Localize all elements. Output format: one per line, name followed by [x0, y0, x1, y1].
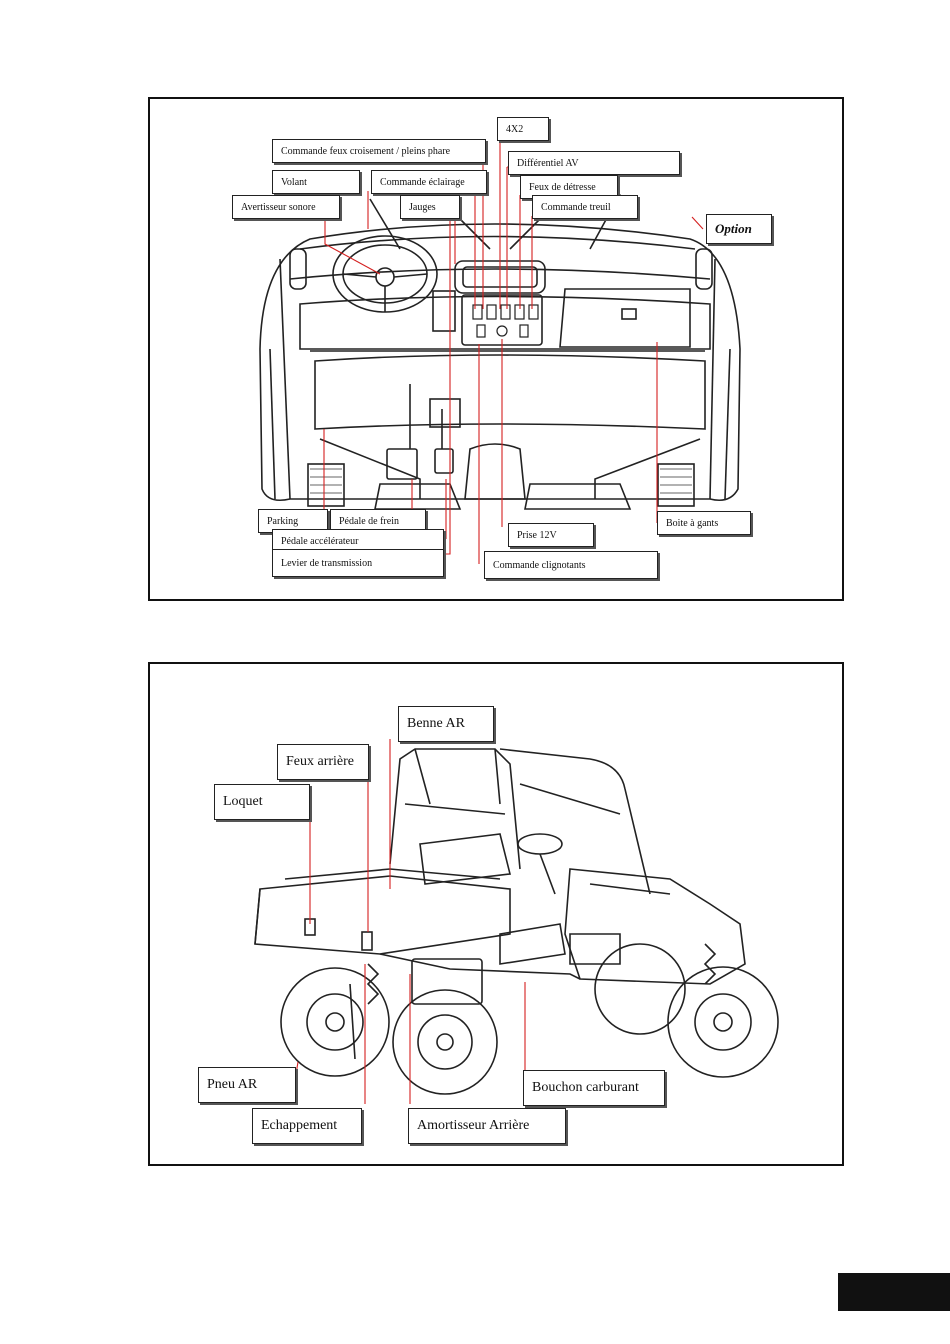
label-benne-ar: Benne AR [398, 706, 494, 742]
label-commande-feux: Commande feux croisement / pleins phare [272, 139, 486, 163]
label-differentiel-av: Différentiel AV [508, 151, 680, 175]
label-4x2: 4X2 [497, 117, 549, 141]
dashboard-diagram-panel: Commande feux croisement / pleins phare … [148, 97, 844, 601]
label-loquet: Loquet [214, 784, 310, 820]
label-levier-transmission: Levier de transmission [272, 549, 444, 577]
label-amortisseur-arriere: Amortisseur Arrière [408, 1108, 566, 1144]
side-view-illustration [254, 739, 779, 1104]
label-commande-treuil: Commande treuil [532, 195, 638, 219]
label-avertisseur-sonore: Avertisseur sonore [232, 195, 340, 219]
label-feux-arriere: Feux arrière [277, 744, 369, 780]
side-view-diagram-panel: Benne AR Feux arrière Loquet Pneu AR Ech… [148, 662, 844, 1166]
label-pneu-ar: Pneu AR [198, 1067, 296, 1103]
label-commande-eclairage: Commande éclairage [371, 170, 487, 194]
dashboard-illustration [259, 134, 741, 564]
label-bouchon-carburant: Bouchon carburant [523, 1070, 665, 1106]
label-option: Option [706, 214, 772, 244]
page-tab [838, 1273, 950, 1311]
label-commande-clignotants: Commande clignotants [484, 551, 658, 579]
label-jauges: Jauges [400, 195, 460, 219]
label-boite-a-gants: Boite à gants [657, 511, 751, 535]
label-echappement: Echappement [252, 1108, 362, 1144]
label-prise-12v: Prise 12V [508, 523, 594, 547]
label-volant: Volant [272, 170, 360, 194]
